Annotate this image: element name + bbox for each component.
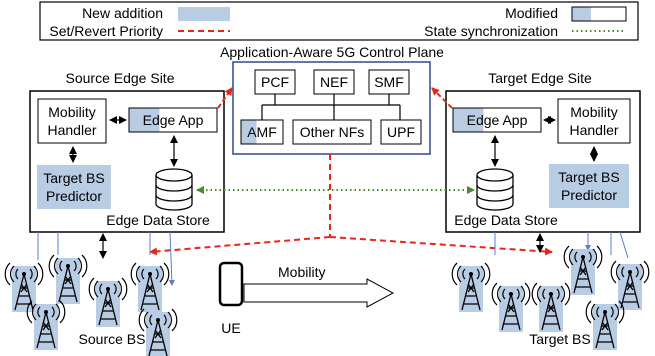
other-nfs-label: Other NFs	[300, 124, 365, 140]
source-mobility-handler-box	[37, 98, 107, 144]
source-bs-tower-icon	[48, 254, 88, 305]
source-site-title: Source Edge Site	[66, 70, 175, 86]
legend-set-revert-label: Set/Revert Priority	[49, 23, 163, 39]
legend-modified-swatch	[571, 6, 627, 22]
target-bs-tower-icon	[563, 245, 603, 296]
source-predictor-label-1: Target BS	[43, 170, 104, 186]
mobility-label: Mobility	[278, 264, 325, 280]
ue-group: UE Mobility	[218, 261, 395, 336]
target-edge-site: Edge App Mobility Handler Target BS Pred…	[445, 90, 641, 233]
target-bs-label: Target BS	[529, 331, 590, 347]
smf-label: SMF	[374, 74, 404, 90]
target-predictor-box	[549, 164, 629, 208]
source-bs-tower-icon	[88, 277, 128, 328]
source-edge-app-label: Edge App	[143, 112, 204, 128]
legend-box	[39, 1, 639, 41]
upf-label: UPF	[387, 124, 415, 140]
target-mobility-handler-label-1: Mobility	[570, 104, 617, 120]
control-plane-title: Application-Aware 5G Control Plane	[220, 44, 444, 60]
source-data-store-label: Edge Data Store	[106, 212, 210, 228]
target-bs-tower-icon	[585, 300, 625, 351]
source-edge-site: Mobility Handler Edge App Target BS Pred…	[29, 90, 225, 233]
target-mobility-handler-box	[557, 98, 631, 144]
source-bs-tower-icon	[26, 300, 66, 351]
mobility-arrow	[243, 278, 395, 308]
target-app-to-cp-arrow	[431, 87, 453, 109]
source-app-to-cp-arrow	[217, 87, 233, 109]
target-database-icon	[476, 168, 514, 211]
target-data-store-label: Edge Data Store	[454, 212, 558, 228]
source-predictor-label-2: Predictor	[46, 188, 102, 204]
legend: New addition Set/Revert Priority Modifie…	[39, 1, 639, 41]
cp-to-source-bs-arrow	[149, 236, 331, 256]
nef-label: NEF	[320, 74, 348, 90]
control-plane: PCF NEF SMF AMF Other NFs UPF	[232, 61, 431, 155]
target-mobility-handler-label-2: Handler	[569, 122, 618, 138]
source-database-icon	[155, 168, 193, 211]
upf-box	[380, 119, 422, 145]
legend-new-addition-swatch	[178, 7, 230, 21]
target-bs-tower-icon	[491, 282, 531, 333]
nef-box	[313, 69, 355, 95]
pcf-label: PCF	[261, 74, 289, 90]
target-bs-group: Target BS	[451, 231, 650, 351]
source-mobility-handler-label-2: Handler	[47, 122, 96, 138]
target-bs-tower-icon	[610, 260, 650, 311]
legend-modified-label: Modified	[505, 5, 558, 21]
amf-label: AMF	[247, 124, 277, 140]
source-bs-label: Source BS	[79, 331, 146, 347]
target-predictor-label-1: Target BS	[558, 169, 619, 185]
target-predictor-label-2: Predictor	[561, 187, 617, 203]
cp-to-target-bs-arrow	[329, 236, 553, 256]
source-mobility-handler-label-1: Mobility	[48, 104, 95, 120]
target-bs-tower-icon	[531, 282, 571, 333]
ue-label: UE	[221, 320, 240, 336]
legend-state-sync-label: State synchronization	[424, 23, 558, 39]
target-bs-tower-icon	[451, 262, 491, 313]
set-revert-priority-lines	[149, 87, 553, 256]
source-bs-tower-icon	[130, 262, 170, 313]
target-site-title: Target Edge Site	[488, 70, 592, 86]
source-bs-group: Source BS	[4, 231, 177, 356]
pcf-box	[254, 69, 296, 95]
phone-icon	[218, 261, 244, 307]
other-nfs-box	[292, 119, 372, 145]
source-predictor-box	[37, 165, 111, 209]
legend-new-addition-label: New addition	[82, 5, 163, 21]
target-edge-app-label: Edge App	[467, 112, 528, 128]
